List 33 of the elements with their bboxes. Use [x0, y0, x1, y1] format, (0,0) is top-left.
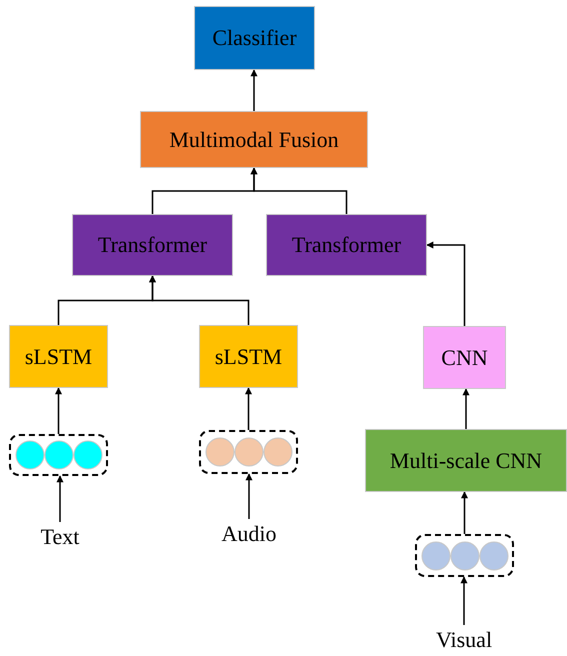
arrow [250, 167, 348, 214]
lstm-box [9, 325, 108, 388]
transformer-box [266, 214, 427, 276]
input-label: Visual [436, 627, 492, 653]
arrow [149, 275, 250, 325]
box-label: sLSTM [214, 344, 282, 370]
box-label: Multi-scale CNN [390, 448, 542, 474]
fusion-box [140, 111, 368, 168]
input-label: Text [40, 524, 80, 550]
input-label: Audio [222, 521, 276, 547]
embedding-group [9, 434, 108, 476]
arrow [461, 491, 468, 534]
cnn-box [365, 429, 567, 492]
arrow [245, 387, 252, 430]
arrow [462, 388, 470, 429]
classifier-box [194, 6, 315, 70]
box-label: Multimodal Fusion [169, 126, 339, 152]
arrow [56, 475, 64, 522]
arrow [246, 473, 252, 519]
arrow [55, 387, 62, 434]
embedding-group [415, 534, 514, 577]
arrow [426, 242, 466, 326]
box-label: Transformer [292, 232, 402, 258]
embedding-group [199, 430, 298, 474]
box-label: CNN [441, 344, 488, 370]
transformer-box [72, 214, 233, 276]
lstm-box [199, 325, 298, 388]
arrow [460, 576, 468, 625]
box-label: Classifier [212, 25, 297, 51]
box-label: sLSTM [24, 344, 92, 370]
cnn-box [423, 326, 506, 389]
box-label: Transformer [98, 232, 208, 258]
arrow [250, 69, 258, 111]
